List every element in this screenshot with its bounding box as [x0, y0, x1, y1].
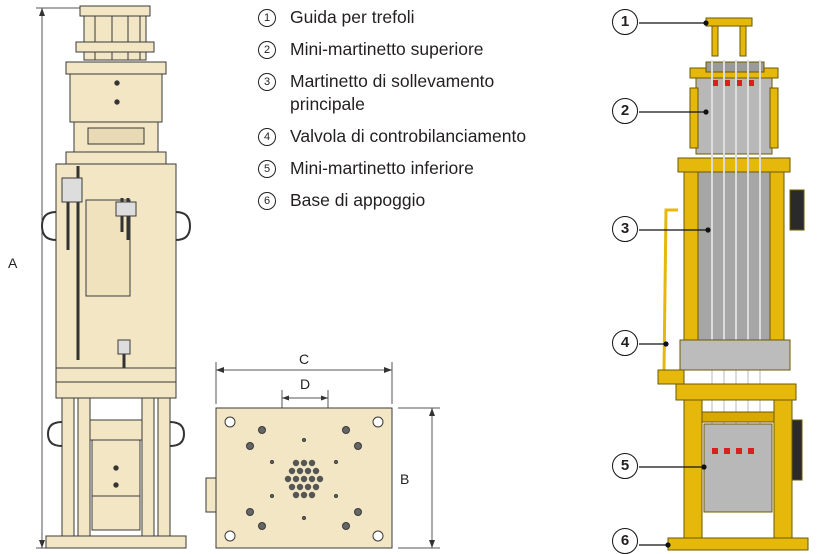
dimension-c-label: C	[299, 351, 310, 367]
callout-6: 6	[612, 528, 638, 554]
legend-number: 5	[258, 160, 276, 178]
legend-item: 2 Mini-martinetto superiore	[258, 38, 588, 61]
legend-text: Valvola di controbilanciamento	[290, 126, 527, 146]
callout-4: 4	[612, 330, 638, 356]
legend-number: 3	[258, 73, 276, 91]
legend-item: 6 Base di appoggio	[258, 189, 588, 212]
dimension-a-label: A	[8, 255, 18, 271]
callout-2: 2	[612, 98, 638, 124]
callout-1: 1	[612, 9, 638, 35]
legend-text: Mini-martinetto inferiore	[290, 158, 474, 178]
dimension-b-label: B	[400, 471, 410, 487]
component-legend: 1 Guida per trefoli 2 Mini-martinetto su…	[258, 6, 588, 221]
callout-3: 3	[612, 216, 638, 242]
legend-text: Martinetto di sollevamento principale	[290, 71, 495, 114]
legend-number: 4	[258, 128, 276, 146]
legend-item: 3 Martinetto di sollevamento principale	[258, 70, 538, 116]
legend-text: Guida per trefoli	[290, 7, 415, 27]
legend-text: Mini-martinetto superiore	[290, 39, 484, 59]
jack-cross-section	[639, 17, 809, 551]
legend-item: 5 Mini-martinetto inferiore	[258, 157, 588, 180]
legend-number: 1	[258, 9, 276, 27]
callout-5: 5	[612, 453, 638, 479]
legend-item: 4 Valvola di controbilanciamento	[258, 125, 588, 148]
base-plate-top-view	[205, 362, 440, 549]
legend-item: 1 Guida per trefoli	[258, 6, 588, 29]
legend-text: Base di appoggio	[290, 190, 426, 210]
legend-number: 6	[258, 192, 276, 210]
dimension-d-label: D	[300, 376, 311, 392]
legend-number: 2	[258, 41, 276, 59]
